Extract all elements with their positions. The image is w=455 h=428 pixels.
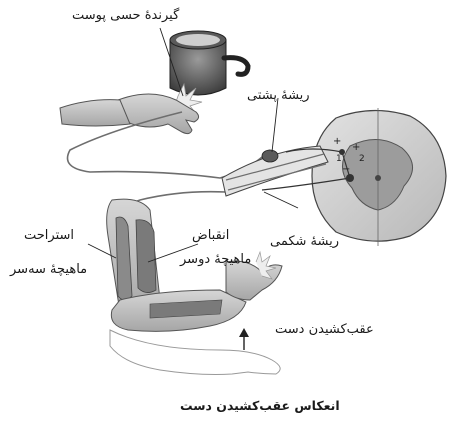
svg-text:+: +	[333, 136, 341, 147]
withdraw-label: عقب‌کشیدن دست	[275, 322, 374, 338]
ventral-root-label: ریشهٔ شکمی	[270, 234, 339, 250]
triceps-label: ماهیچهٔ سه‌سر	[10, 262, 87, 278]
hot-pot-illustration	[170, 31, 248, 95]
contraction-label: انقباض	[192, 228, 229, 244]
skin-receptor-label: گیرندهٔ حسی پوست	[72, 8, 179, 24]
neuron-number-1: 1	[336, 154, 342, 164]
biceps-label: ماهیچهٔ دوسر	[180, 252, 251, 268]
relaxation-label: استراحت	[24, 228, 74, 244]
ghost-arm-illustration	[110, 330, 280, 375]
svg-text:−: −	[342, 164, 350, 175]
withdraw-arrow	[239, 328, 249, 350]
spinal-cord-illustration: + + −	[222, 108, 446, 246]
figure-caption: انعکاس عقب‌کشیدن دست	[180, 398, 340, 414]
dorsal-root-label: ریشهٔ پشتی	[247, 88, 310, 104]
svg-text:+: +	[352, 142, 360, 153]
neuron-number-2: 2	[359, 154, 365, 164]
biceps-muscle	[136, 220, 156, 293]
